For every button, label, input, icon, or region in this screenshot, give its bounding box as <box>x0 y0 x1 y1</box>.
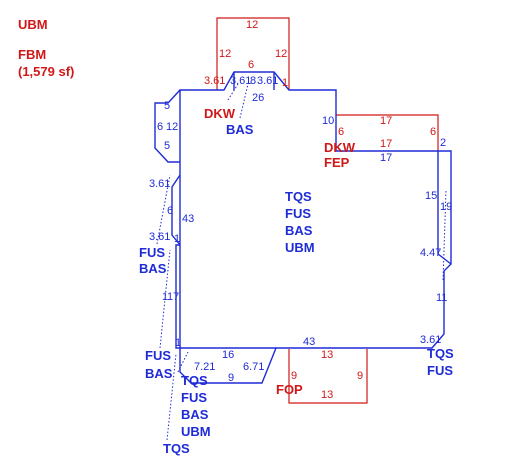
left-upper-bay <box>154 89 181 163</box>
leader-bottom-left <box>166 353 177 441</box>
leader-left-upper <box>156 174 171 245</box>
label-bottom-bas: BAS <box>181 407 209 422</box>
dim-3-61-a: 3.61 <box>230 75 251 87</box>
dim-6-71: 6.71 <box>243 361 264 373</box>
dim-15: 15 <box>425 190 437 202</box>
label-fop: FOP <box>276 382 303 397</box>
leader-bottom-tqs <box>177 351 189 373</box>
label-dkw-right: DKW <box>324 140 356 155</box>
label-lowleft-bas: BAS <box>145 366 173 381</box>
label-center-tqs: TQS <box>285 189 312 204</box>
dim-9: 9 <box>228 372 234 384</box>
dim-17: 17 <box>380 152 392 164</box>
dim-red-13-a: 13 <box>321 349 333 361</box>
leader-left-lower <box>159 249 171 349</box>
right-red-deck <box>336 114 439 151</box>
dim-red-top-12: 12 <box>246 19 258 31</box>
label-center-bas: BAS <box>285 223 313 238</box>
top-red-room <box>216 17 290 90</box>
dim-2: 2 <box>440 137 446 149</box>
left-lower-strip <box>175 244 180 349</box>
dim-1-c: 1 <box>175 337 181 349</box>
dim-3-61-e: 3.61 <box>420 334 441 346</box>
dim-3-61-c: 3.61 <box>149 178 170 190</box>
dim-red-3-61: 3.61 <box>204 75 225 87</box>
header-subtitle-line1: FBM <box>18 47 46 62</box>
label-bottom-ubm: UBM <box>181 424 211 439</box>
dim-3-61-d: 3.61 <box>149 231 170 243</box>
dim-red-17-b: 17 <box>380 138 392 150</box>
dim-red-13-b: 13 <box>321 389 333 401</box>
right-inner-diagonal <box>437 253 452 265</box>
label-right-tqs: TQS <box>427 346 454 361</box>
dim-43-a: 43 <box>182 213 194 225</box>
leader-bas <box>239 83 249 119</box>
dim-10: 10 <box>322 115 334 127</box>
dim-5-b: 5 <box>164 140 170 152</box>
dim-red-6-b: 6 <box>338 126 344 138</box>
dim-43-b: 43 <box>303 336 315 348</box>
label-right-fus: FUS <box>427 363 453 378</box>
dim-5-a: 5 <box>164 100 170 112</box>
label-lowleft-fus: FUS <box>145 348 171 363</box>
dim-6-b: 6 <box>167 205 173 217</box>
label-fep-right: FEP <box>324 155 350 170</box>
label-left-bas: BAS <box>139 261 167 276</box>
dim-red-6-c: 6 <box>430 126 436 138</box>
label-center-ubm: UBM <box>285 240 315 255</box>
label-bas-top: BAS <box>226 122 254 137</box>
dim-4-47: 4.47 <box>420 247 441 259</box>
dim-17-b: 17 <box>167 291 179 303</box>
leader-right <box>442 189 447 281</box>
label-left-fus: FUS <box>139 245 165 260</box>
bottom-red-porch <box>288 349 368 404</box>
dim-red-9-b: 9 <box>357 370 363 382</box>
label-dkw-top: DKW <box>204 106 236 121</box>
label-bottom-tqs: TQS <box>181 373 208 388</box>
header-title: UBM <box>18 17 48 32</box>
header-subtitle-line2: (1,579 sf) <box>18 64 74 79</box>
dim-red-9-a: 9 <box>291 370 297 382</box>
dim-red-17-a: 17 <box>380 115 392 127</box>
dim-19: 19 <box>440 201 452 213</box>
dim-8: 8 <box>250 75 256 87</box>
left-mid-bay <box>171 174 181 246</box>
dim-red-6: 6 <box>248 59 254 71</box>
label-bottom-tqs-2: TQS <box>163 441 190 456</box>
dim-3-61-b: 3.61 <box>257 75 278 87</box>
label-center-fus: FUS <box>285 206 311 221</box>
dim-26: 26 <box>252 92 264 104</box>
dim-16: 16 <box>222 349 234 361</box>
dim-1-a: 1 <box>174 233 180 245</box>
dim-7-21: 7.21 <box>194 361 215 373</box>
dim-1-b: 1 <box>162 291 168 303</box>
dim-11: 11 <box>436 292 447 304</box>
dim-12: 12 <box>166 121 178 133</box>
label-bottom-fus: FUS <box>181 390 207 405</box>
dim-6: 6 <box>157 121 163 133</box>
dim-red-1: 1 <box>282 77 288 89</box>
dim-red-left-12: 12 <box>219 48 231 60</box>
dim-red-right-12: 12 <box>275 48 287 60</box>
